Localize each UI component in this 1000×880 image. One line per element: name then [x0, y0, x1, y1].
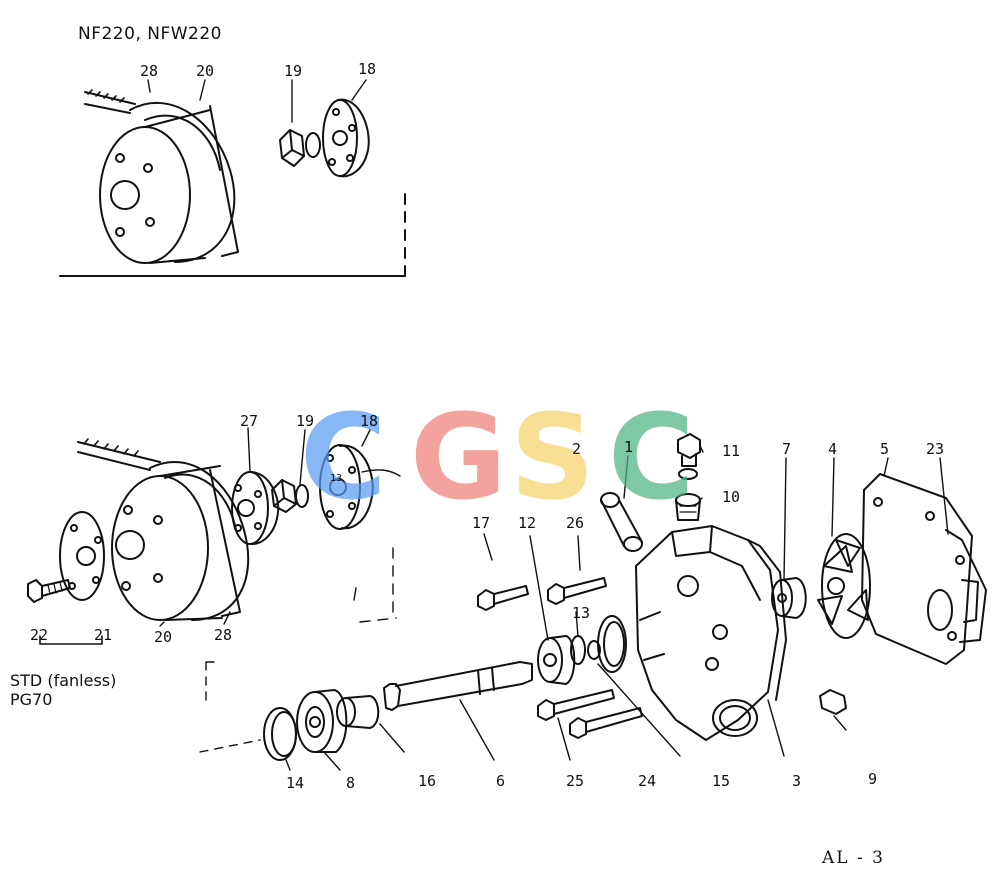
- inset-pulley: [99, 101, 236, 264]
- bearing-8: [296, 689, 348, 753]
- part-label-2: 2: [572, 440, 582, 458]
- part-label-21: 21: [94, 626, 113, 644]
- part-label-15: 15: [712, 772, 731, 790]
- watermark-letter-c2: C: [608, 388, 695, 526]
- part-label-25: 25: [566, 772, 585, 790]
- inset-washer: [305, 132, 321, 158]
- inset-label-19: 19: [284, 62, 303, 80]
- part-label-4: 4: [828, 440, 838, 458]
- inset-belt: [84, 89, 239, 257]
- inset-label-18: 18: [358, 60, 377, 78]
- seal-13: [570, 635, 601, 665]
- variant-line-1: STD (fanless): [10, 671, 117, 690]
- watermark-letter-c: C: [300, 388, 387, 526]
- small-wire: [361, 469, 401, 477]
- part-label-8: 8: [346, 774, 356, 792]
- bolt-24: [569, 707, 643, 739]
- drain-plug-9: [819, 689, 847, 715]
- cover-23: [945, 529, 987, 643]
- nut-19: [271, 479, 297, 513]
- inset-flange: [322, 98, 370, 178]
- part-label-27: 27: [240, 412, 259, 430]
- part-label-7: 7: [782, 440, 792, 458]
- dashed-guides: [199, 547, 397, 753]
- gasket-5: [861, 473, 973, 665]
- part-label-6: 6: [496, 772, 506, 790]
- part-label-28: 28: [214, 626, 233, 644]
- part-label-16: 16: [418, 772, 437, 790]
- impeller-4: [817, 533, 871, 639]
- seal-7: [771, 577, 807, 619]
- part-label-22: 22: [30, 626, 49, 644]
- inset-label-20: 20: [196, 62, 215, 80]
- watermark-letter-s: S: [510, 388, 595, 526]
- sleeve-1: [600, 492, 643, 552]
- part-label-3: 3: [792, 772, 802, 790]
- inset-frame: [59, 185, 406, 277]
- part-label-13: 13: [572, 604, 591, 622]
- flange-27: [231, 471, 280, 545]
- bolt-17: [477, 585, 529, 611]
- leader-lines: [159, 427, 949, 771]
- part-label-20: 20: [154, 628, 173, 646]
- part-label-26: 26: [566, 514, 585, 532]
- inset-leaders: [147, 79, 367, 123]
- pulley-plate-21: [59, 511, 105, 601]
- variant-line-2: PG70: [10, 690, 53, 709]
- flange-18: [319, 444, 374, 530]
- bolt-22: [27, 579, 71, 603]
- page-number: AL - 3: [822, 848, 885, 868]
- bracket-21-22: [39, 635, 103, 645]
- part-label-9: 9: [868, 770, 878, 788]
- part-label-5: 5: [880, 440, 890, 458]
- watermark-letter-g: G: [410, 388, 507, 526]
- inset-label-28: 28: [140, 62, 159, 80]
- part-label-14: 14: [286, 774, 305, 792]
- inset-nut: [279, 129, 305, 167]
- part-label-17: 17: [472, 514, 491, 532]
- part-label-19: 19: [296, 412, 315, 430]
- main-belt: [77, 438, 241, 617]
- shaft-6: [383, 661, 533, 711]
- collar-16: [336, 695, 380, 729]
- snap-ring-14: [263, 707, 297, 761]
- bolt-25: [537, 689, 615, 721]
- part-label-1: 1: [624, 438, 634, 456]
- bearing-12: [537, 635, 576, 685]
- washer-19: [295, 484, 309, 508]
- part-label-18: 18: [360, 412, 379, 430]
- part-label-23: 23: [926, 440, 945, 458]
- oring-15: [597, 615, 627, 673]
- bolt-26: [547, 577, 607, 605]
- model-title: NF220, NFW220: [78, 24, 223, 44]
- part-label-10: 10: [722, 488, 741, 506]
- part-label-24: 24: [638, 772, 657, 790]
- main-pulley: [111, 461, 250, 621]
- flange-mark-label: 13: [330, 473, 343, 484]
- part-label-12: 12: [518, 514, 537, 532]
- plug-11: [677, 433, 701, 480]
- pump-body-3: [635, 525, 787, 741]
- part-label-11: 11: [722, 442, 741, 460]
